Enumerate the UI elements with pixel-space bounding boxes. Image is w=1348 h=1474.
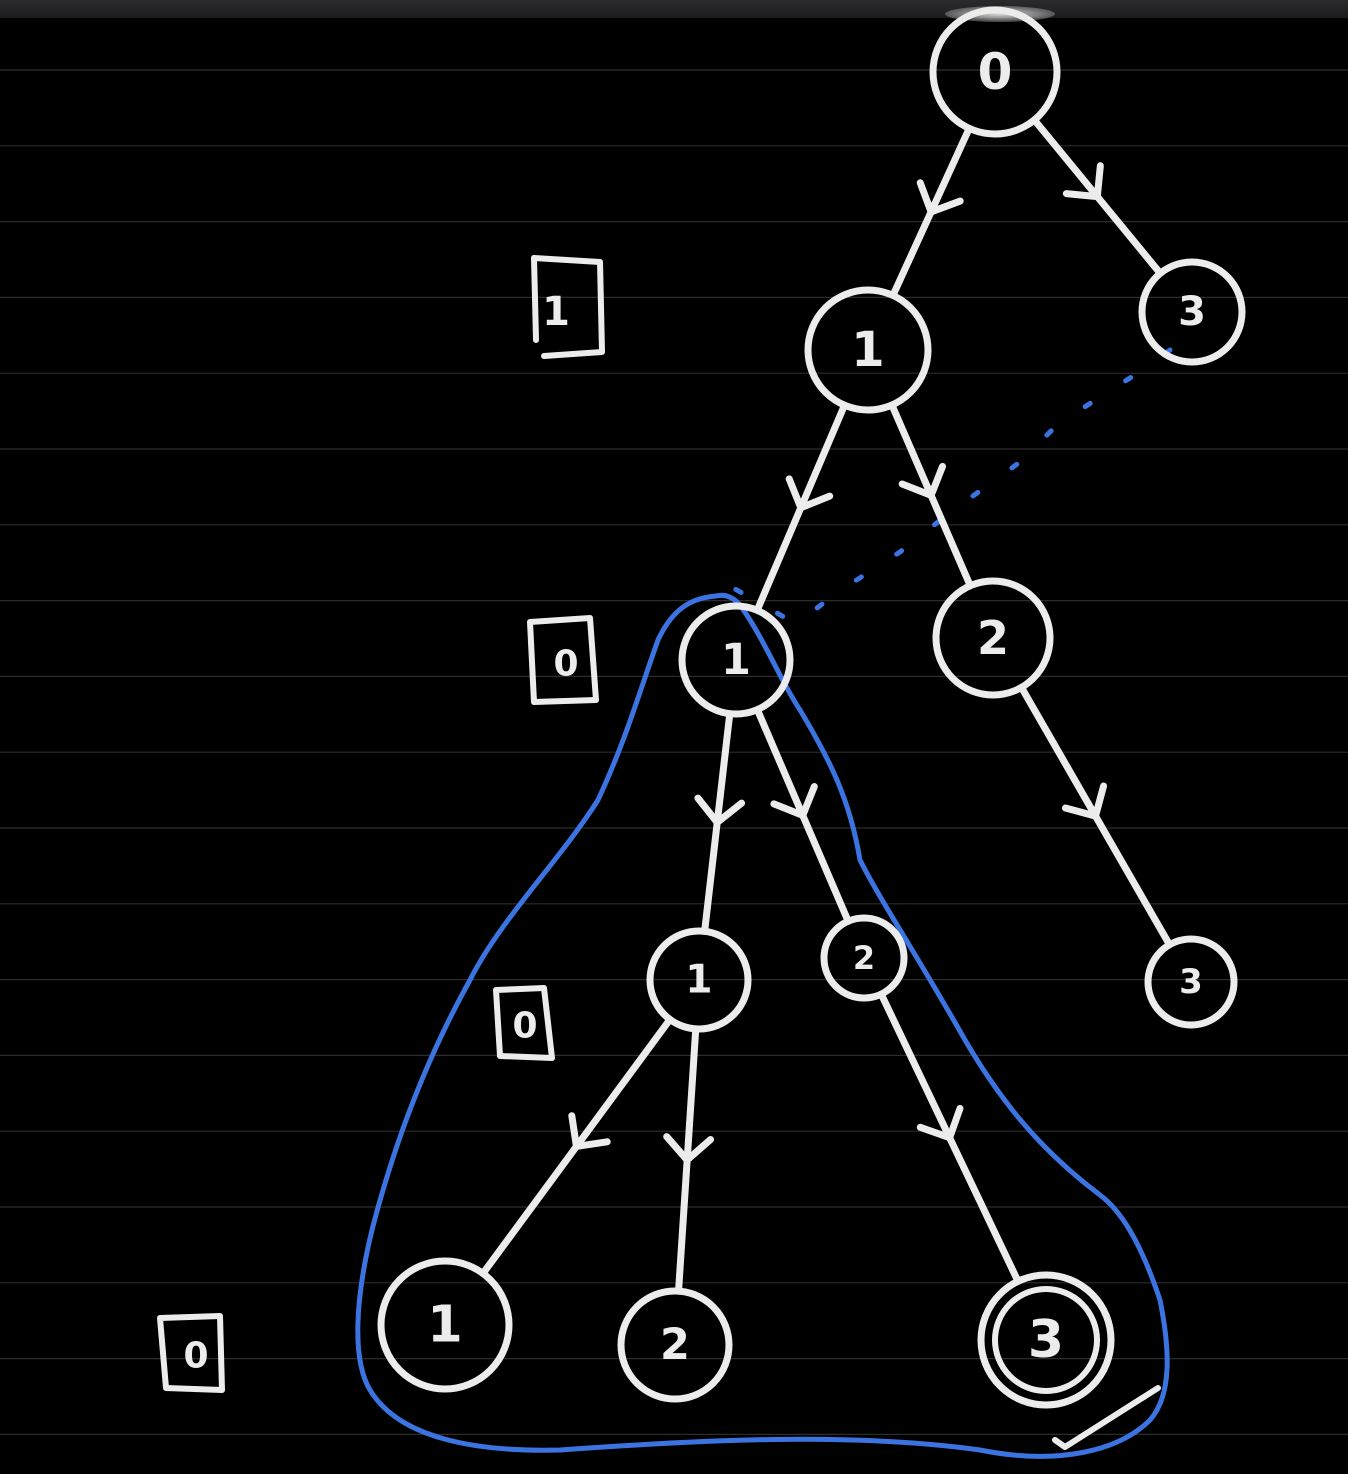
arrowhead: [1061, 782, 1108, 820]
ruled-lines: [0, 69, 1348, 1436]
node-leaf-2: 2: [617, 1287, 733, 1403]
node-n-1-1-1: 1: [646, 927, 752, 1033]
counter-level-2: 0: [527, 615, 599, 705]
node-n-1-1: 1: [678, 602, 794, 718]
counter-level-2-label: 0: [553, 644, 578, 685]
node-label: 3: [1179, 962, 1203, 1002]
arrowhead: [916, 179, 964, 216]
node-label: 3: [1178, 289, 1206, 335]
node-label: 1: [685, 958, 712, 1003]
node-circle: [977, 1271, 1115, 1409]
node-circle: [678, 602, 794, 718]
node-label: 1: [721, 635, 751, 685]
node-circle: [617, 1287, 733, 1403]
node-inner-circle: [992, 1286, 1100, 1394]
node-n-3-top: 3: [1138, 258, 1246, 366]
arrowhead: [770, 783, 818, 819]
node-circle: [646, 927, 752, 1033]
node-circle: [820, 914, 908, 1002]
arrowhead: [916, 1104, 964, 1142]
counter-level-4-label: 0: [183, 1336, 208, 1377]
counter-level-1: 1: [531, 255, 605, 359]
node-label: 1: [851, 322, 884, 378]
checkmark: [1052, 1385, 1161, 1450]
arrowhead: [898, 462, 947, 499]
node-label: 1: [427, 1296, 463, 1355]
tree-nodes: 0 1 3 1 2 1 2 3 1 2 3: [377, 6, 1246, 1409]
counter-level-1-label: 1: [542, 289, 570, 335]
counter-level-3: 0: [493, 985, 555, 1061]
node-leaf-1: 1: [377, 1257, 513, 1393]
node-circle: [377, 1257, 513, 1393]
arrowhead: [568, 1112, 611, 1150]
node-label: 2: [660, 1320, 690, 1370]
tree-edges: [479, 116, 1174, 1295]
arrowhead: [663, 1133, 715, 1164]
node-n-3-right: 3: [1144, 935, 1238, 1029]
node-n-2-inner: 2: [820, 914, 908, 1002]
counter-level-4: 0: [157, 1313, 225, 1393]
node-circle: [804, 286, 932, 414]
node-circle: [932, 577, 1054, 699]
node-label: 2: [853, 939, 875, 977]
node-circle: [1138, 258, 1246, 366]
node-label: 0: [978, 43, 1013, 101]
node-n-2-mid: 2: [932, 577, 1054, 699]
dashed-link: [713, 347, 1173, 627]
node-n-1: 1: [804, 286, 932, 414]
arrowhead: [694, 794, 746, 826]
node-root: 0: [929, 6, 1061, 138]
node-circle: [929, 6, 1061, 138]
counter-level-3-label: 0: [512, 1006, 537, 1047]
node-circle: [1144, 935, 1238, 1029]
node-label: 3: [1028, 1310, 1064, 1370]
arrowhead: [785, 475, 834, 512]
node-label: 2: [977, 611, 1009, 665]
arrowhead: [1062, 162, 1104, 201]
subtree-highlight-loop: [355, 592, 1170, 1459]
node-leaf-3: 3: [977, 1271, 1115, 1409]
